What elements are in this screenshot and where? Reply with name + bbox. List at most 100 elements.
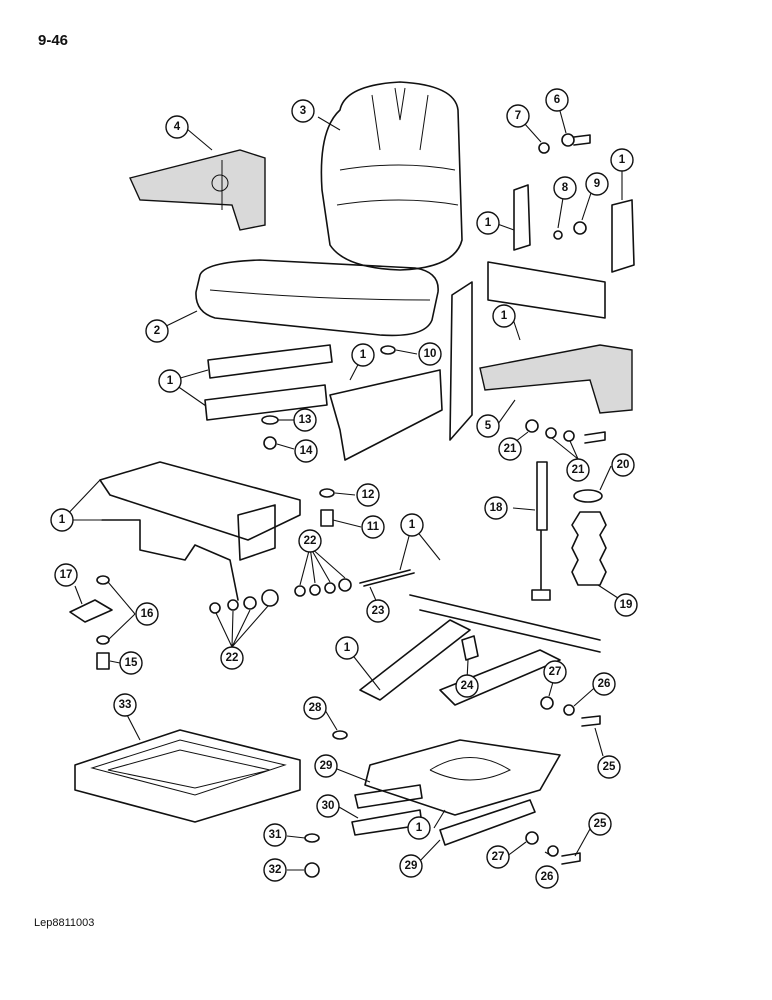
bolt-25a (581, 715, 601, 727)
bolt-6 (561, 133, 591, 147)
bellows (571, 511, 607, 586)
callout-25b: 25 (588, 812, 612, 836)
callout-3: 3 (291, 99, 315, 123)
callout-29a: 29 (314, 754, 338, 778)
callout-1b: 1 (158, 369, 182, 393)
callout-label: 22 (304, 535, 317, 547)
callout-13: 13 (293, 408, 317, 432)
callout-20: 20 (611, 453, 635, 477)
callout-label: 26 (598, 678, 611, 690)
callout-label: 20 (617, 459, 630, 471)
callout-label: 14 (300, 445, 313, 457)
nut-32 (304, 862, 320, 878)
callout-label: 5 (485, 420, 492, 432)
callout-label: 1 (167, 375, 174, 387)
lower-rail-right (439, 799, 536, 846)
callout-1h: 1 (335, 636, 359, 660)
callout-label: 22 (226, 652, 239, 664)
callout-label: 21 (572, 464, 585, 476)
washer-26a (563, 704, 575, 716)
callout-label: 11 (367, 521, 380, 533)
fasteners-21 (525, 419, 606, 444)
callout-6: 6 (545, 88, 569, 112)
slide-rail-upper (207, 344, 333, 379)
callout-24: 24 (455, 674, 479, 698)
base-plate (364, 739, 561, 816)
callout-12: 12 (356, 483, 380, 507)
callout-label: 18 (490, 502, 503, 514)
washer-10 (380, 345, 396, 355)
callout-4: 4 (165, 115, 189, 139)
callout-32: 32 (263, 858, 287, 882)
seat-cushion (195, 259, 439, 337)
callout-27a: 27 (543, 660, 567, 684)
callout-27b: 27 (486, 845, 510, 869)
callout-8: 8 (553, 176, 577, 200)
lower-frame (99, 461, 301, 541)
bar-linkage (101, 519, 239, 601)
bolt-11 (320, 509, 334, 527)
callout-1d: 1 (476, 211, 500, 235)
callout-label: 33 (119, 699, 132, 711)
callout-label: 17 (60, 569, 73, 581)
callout-5: 5 (476, 414, 500, 438)
page-number: 9-46 (38, 32, 69, 49)
washer-13 (261, 415, 279, 425)
washer-7 (538, 142, 550, 154)
backrest (320, 81, 463, 271)
callout-33: 33 (113, 693, 137, 717)
callout-label: 25 (594, 818, 607, 830)
slide-rail-right (329, 369, 443, 461)
washer-26b (547, 845, 559, 857)
leader-lines (61, 110, 623, 871)
fasteners-22 (209, 578, 352, 614)
callout-label: 1 (59, 514, 66, 526)
callout-11: 11 (361, 515, 385, 539)
callout-31: 31 (263, 823, 287, 847)
callout-10: 10 (418, 342, 442, 366)
callout-label: 1 (344, 642, 351, 654)
side-plate (449, 281, 473, 441)
callout-9: 9 (585, 172, 609, 196)
callout-1a: 1 (50, 508, 74, 532)
spring-23 (359, 569, 415, 587)
callout-1f: 1 (492, 304, 516, 328)
callout-label: 15 (125, 657, 138, 669)
spacer-27a (540, 696, 554, 710)
callout-7: 7 (506, 104, 530, 128)
callout-1e: 1 (610, 148, 634, 172)
callout-21a: 21 (498, 437, 522, 461)
upper-bracket (487, 261, 606, 319)
reference-code: Lep8811003 (34, 917, 95, 929)
callout-30: 30 (316, 794, 340, 818)
callout-label: 19 (620, 599, 633, 611)
callout-label: 27 (492, 851, 505, 863)
callout-label: 2 (154, 325, 160, 337)
callout-16: 16 (135, 602, 159, 626)
callout-label: 9 (594, 178, 600, 190)
washer-16a (96, 575, 110, 585)
callout-label: 1 (485, 217, 492, 229)
callout-22a: 22 (220, 646, 244, 670)
bolt-25b (561, 852, 581, 865)
block-24 (461, 635, 479, 661)
washer-28 (332, 730, 348, 740)
callout-label: 7 (515, 110, 521, 122)
callout-label: 1 (501, 310, 508, 322)
callout-21b: 21 (566, 458, 590, 482)
callout-label: 32 (269, 864, 282, 876)
callout-label: 1 (416, 822, 423, 834)
callout-2: 2 (145, 319, 169, 343)
callout-1i: 1 (407, 816, 431, 840)
callout-label: 1 (619, 154, 626, 166)
callout-label: 24 (461, 680, 474, 692)
floor-mat (74, 729, 301, 823)
callout-label: 23 (372, 605, 385, 617)
callout-label: 16 (141, 608, 154, 620)
callout-label: 27 (549, 666, 562, 678)
spacer-27b (525, 831, 539, 845)
washer-12 (319, 488, 335, 498)
nut-14 (263, 436, 277, 450)
callout-1g: 1 (400, 513, 424, 537)
callout-label: 29 (320, 760, 333, 772)
